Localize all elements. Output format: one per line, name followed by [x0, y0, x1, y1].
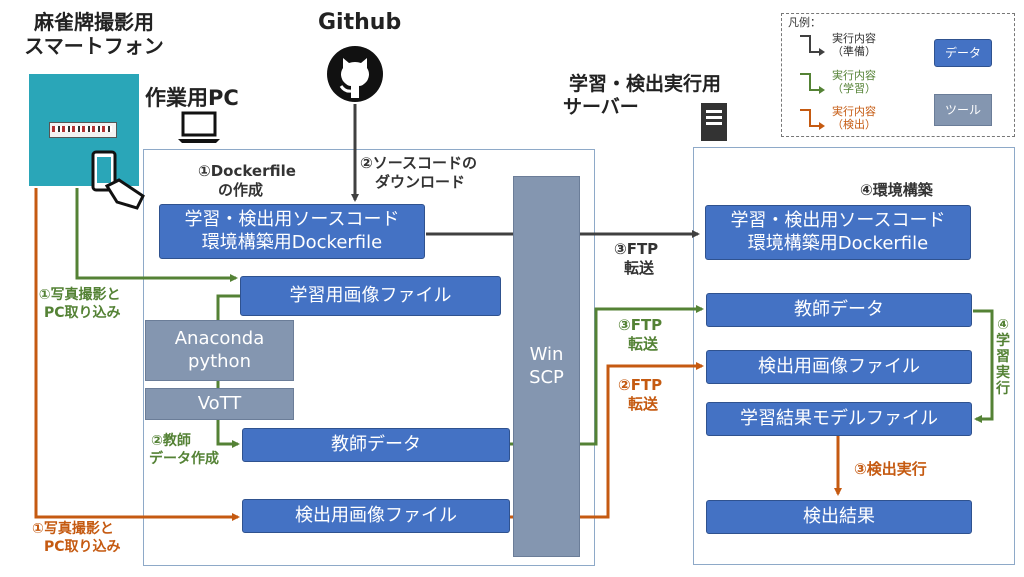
- arrow-learn: [973, 309, 994, 423]
- step-download-label: ②ソースコードの ダウンロード: [360, 154, 477, 191]
- legend-tool-swatch: ツール: [934, 94, 992, 126]
- step-ftp-detect-label: ②FTP 転送: [618, 376, 663, 413]
- srv-model-file-box: 学習結果モデルファイル: [706, 402, 972, 436]
- srv-source-code-box: 学習・検出用ソースコード 環境構築用Dockerfile: [705, 205, 971, 260]
- server-title-line2: サーバー: [563, 95, 639, 118]
- github-label: Github: [318, 10, 402, 35]
- winscp-line2: SCP: [529, 366, 564, 388]
- pc-source-line2: 環境構築用Dockerfile: [201, 231, 383, 253]
- laptop-icon: [178, 111, 220, 143]
- step-env-label: ④環境構築: [860, 181, 933, 199]
- arrow-photo-detect: [34, 188, 240, 521]
- pc-detect-images-box: 検出用画像ファイル: [242, 499, 510, 533]
- anaconda-python-box: Anaconda python: [145, 320, 294, 381]
- anaconda-line1: Anaconda: [174, 328, 265, 349]
- srv-result-box: 検出結果: [706, 500, 972, 534]
- winscp-box: Win SCP: [513, 176, 580, 557]
- hand-phone-icon: [91, 150, 145, 210]
- mahjong-tiles-image: [49, 122, 117, 138]
- smartphone-title-line2: スマートフォン: [24, 34, 164, 58]
- arrow-photo-train: [75, 188, 238, 282]
- winscp-line1: Win: [529, 344, 564, 365]
- phone-photo-tile: [29, 74, 145, 210]
- vott-box: VoTT: [145, 388, 294, 420]
- pc-label: 作業用PC: [145, 86, 239, 110]
- legend-prep-arrow-icon: [800, 35, 825, 56]
- legend-detect-arrow-icon: [800, 109, 825, 130]
- server-title: 学習・検出実行用 サーバー: [545, 73, 745, 119]
- legend-data-swatch: データ: [934, 39, 992, 67]
- step-learn-exec-label: ④ 学 習 実 行: [996, 317, 1010, 398]
- srv-source-line2: 環境構築用Dockerfile: [747, 232, 929, 254]
- srv-teacher-data-box: 教師データ: [706, 293, 972, 327]
- legend-learn: 実行内容（学習）: [832, 69, 876, 96]
- srv-source-line1: 学習・検出用ソースコード: [730, 210, 946, 231]
- pc-source-code-box: 学習・検出用ソースコード 環境構築用Dockerfile: [159, 204, 425, 259]
- legend-detect: 実行内容（検出）: [832, 105, 876, 132]
- step-photo-detect-label: ①写真撮影と PC取り込み: [32, 521, 121, 555]
- pc-teacher-data-box: 教師データ: [242, 428, 510, 462]
- legend-learn-arrow-icon: [800, 73, 825, 94]
- github-octocat-icon: [327, 46, 383, 102]
- srv-detect-images-box: 検出用画像ファイル: [706, 350, 972, 384]
- step-photo-train-label: ①写真撮影と PC取り込み: [38, 287, 121, 321]
- legend-prep: 実行内容（準備）: [832, 32, 876, 59]
- pc-train-images-box: 学習用画像ファイル: [240, 276, 501, 316]
- server-title-line1: 学習・検出実行用: [568, 73, 721, 95]
- smartphone-title-line1: 麻雀牌撮影用: [34, 10, 154, 34]
- server-frame: [693, 147, 1015, 565]
- anaconda-line2: python: [188, 350, 251, 372]
- pc-source-line1: 学習・検出用ソースコード: [184, 209, 400, 230]
- smartphone-title: 麻雀牌撮影用 スマートフォン: [14, 10, 174, 58]
- legend-box: 凡例： 実行内容（準備） 実行内容（学習） 実行内容（検出） データ ツール: [781, 13, 1015, 137]
- server-icon: [701, 103, 727, 141]
- step-detect-exec-label: ③検出実行: [854, 460, 927, 478]
- step-dockerfile-label: ①Dockerfile の作成: [198, 162, 296, 199]
- step-ftp-teacher-label: ③FTP 転送: [618, 316, 663, 353]
- legend-title: 凡例：: [788, 16, 821, 29]
- step-ftp-source-label: ③FTP 転送: [614, 240, 659, 277]
- step-teacher-create-label: ②教師 データ作成: [149, 433, 219, 467]
